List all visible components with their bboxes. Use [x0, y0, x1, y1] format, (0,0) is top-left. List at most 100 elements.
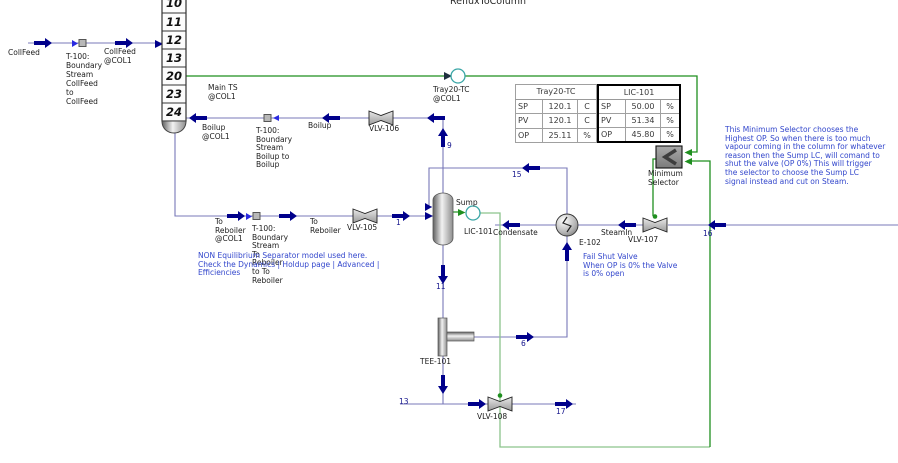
valve-vlv107[interactable] [642, 214, 668, 233]
stream-label-16: 16 [703, 229, 713, 238]
lic-pv-arrow [458, 209, 466, 216]
flow-arrow [438, 375, 448, 394]
column-bottom-cap [161, 120, 187, 134]
stream-label-collfeed: CollFeed [8, 48, 40, 57]
flow-arrow [155, 40, 163, 48]
tray-number: 13 [166, 51, 182, 65]
stream-label-steamin: SteamIn [601, 228, 633, 237]
stream-label-9: 9 [447, 141, 452, 150]
stream-label-1: 1 [396, 218, 401, 227]
label-vlv105: VLV-105 [347, 223, 378, 232]
sump-vessel[interactable] [432, 192, 454, 246]
unit-cell: C [577, 98, 597, 114]
unit-cell: C [577, 113, 597, 129]
selector-output-signal-line[interactable] [652, 158, 656, 216]
controller-tray20tc[interactable] [444, 68, 466, 84]
controller-lic101[interactable] [465, 205, 481, 221]
controller-faceplate-table[interactable]: Tray20-TC SP 120.1 C PV 120.1 C OP 25.11… [515, 84, 681, 143]
flow-arrow [322, 113, 340, 123]
stream-label-boilup: Boilup [308, 121, 332, 130]
tee-101[interactable] [437, 317, 475, 357]
unit-cell: % [660, 113, 681, 128]
tray-number: 24 [166, 105, 182, 119]
flowsheet-title: RefluxToColumn [450, 0, 527, 7]
flow-arrow [516, 332, 534, 342]
value-cell[interactable]: 50.00 [625, 99, 661, 114]
label-reboiler-boundary: T-100: Boundary Stream To Reboiler to To… [252, 224, 289, 285]
exchanger-coil-glyph [562, 216, 572, 233]
flow-arrows [34, 38, 726, 409]
boilup-transfer-icon[interactable] [263, 114, 272, 122]
flow-arrow [425, 203, 432, 211]
label-tee101: TEE-101 [420, 357, 452, 366]
stream-to-reboiler-line[interactable] [174, 133, 433, 217]
param-cell: SP [597, 99, 626, 114]
valve-vlv108[interactable] [487, 393, 513, 412]
label-vlv108: VLV-108 [477, 412, 508, 421]
stream-label-17: 17 [556, 407, 566, 416]
tray20tc-table-title: Tray20-TC [515, 84, 597, 100]
stream-label-11: 11 [436, 282, 446, 291]
flow-arrow [468, 399, 486, 409]
stream-6-line[interactable] [474, 236, 568, 338]
flow-arrow [555, 399, 573, 409]
valve-actuator-dot [497, 393, 503, 398]
label-vlv106: VLV-106 [369, 124, 400, 133]
label-boilup-boundary: T-100: Boundary Stream Boilup to Boilup [256, 126, 293, 170]
flow-arrow [427, 113, 445, 123]
lic101-table[interactable]: LIC-101 SP 50.00 % PV 51.34 % OP 45.80 % [597, 84, 681, 143]
unit-cell: % [660, 99, 681, 114]
label-minimum-selector: Minimum Selector [648, 169, 683, 187]
label-e102: E-102 [579, 238, 601, 247]
stream-label-condensate: Condensate [493, 228, 538, 237]
value-cell[interactable]: 120.1 [542, 113, 578, 129]
label-lic101: LIC-101 [464, 227, 493, 236]
tray-number: 11 [166, 15, 182, 29]
transfer-arrow-icon [72, 40, 78, 47]
valve-actuator-dot [652, 214, 658, 219]
valve-vlv105[interactable] [352, 208, 378, 224]
lic101-table-title: LIC-101 [597, 84, 681, 100]
collfeed-transfer-icon[interactable] [78, 39, 87, 47]
flow-arrow [522, 163, 540, 173]
label-main-ts: Main TS @COL1 [208, 83, 238, 101]
lic-output-signal-line[interactable] [480, 212, 710, 448]
flow-arrow [279, 211, 297, 221]
annotation-non-equilibrium[interactable]: NON Equilibrium Separator model used her… [198, 251, 380, 278]
label-to-reboiler-at-col1: To Reboiler @COL1 [215, 217, 246, 244]
label-tray20tc-at-col1: Tray20-TC @COL1 [433, 85, 470, 103]
transfer-icons [72, 39, 279, 220]
annotation-minimum-selector[interactable]: This Minimum Selector chooses the Highes… [725, 125, 886, 186]
annotation-fail-shut-valve[interactable]: Fail Shut Valve When OP is 0% the Valve … [583, 252, 678, 279]
flow-arrow [227, 211, 245, 221]
stream-label-13: 13 [399, 397, 409, 406]
label-collfeed-boundary: T-100: Boundary Stream CollFeed to CollF… [66, 52, 103, 106]
reboiler-transfer-icon[interactable] [252, 212, 261, 220]
exchanger-e102[interactable] [555, 213, 579, 237]
label-vlv107: VLV-107 [628, 235, 659, 244]
flow-arrow [189, 113, 207, 123]
flow-arrow [502, 220, 520, 230]
label-sump: Sump [456, 198, 478, 207]
minimum-selector[interactable] [655, 145, 683, 169]
value-cell[interactable]: 25.11 [542, 127, 578, 143]
signal-lines [186, 75, 711, 448]
tray-number: 23 [166, 87, 182, 101]
flow-arrow [392, 211, 410, 221]
flow-arrow [425, 212, 433, 220]
tray20tc-table[interactable]: Tray20-TC SP 120.1 C PV 120.1 C OP 25.11… [515, 84, 597, 143]
label-collfeed-at-col1: CollFeed @COL1 [104, 47, 136, 65]
transfer-arrow-icon [273, 115, 279, 121]
tray-number: 20 [166, 69, 182, 83]
value-cell[interactable]: 51.34 [625, 113, 661, 128]
stream-label-15: 15 [512, 170, 522, 179]
selector-input1-arrow [684, 149, 692, 156]
selector-chevron-icon [661, 148, 677, 166]
param-cell: OP [515, 127, 543, 143]
value-cell[interactable]: 45.80 [625, 127, 661, 143]
column-t100[interactable]: 10 11 12 13 20 23 24 [161, 0, 187, 134]
selector-input2-arrow [684, 158, 692, 165]
valve-vlv106[interactable] [368, 110, 394, 126]
value-cell[interactable]: 120.1 [542, 98, 578, 114]
lic-to-selector-signal-line[interactable] [687, 160, 711, 447]
